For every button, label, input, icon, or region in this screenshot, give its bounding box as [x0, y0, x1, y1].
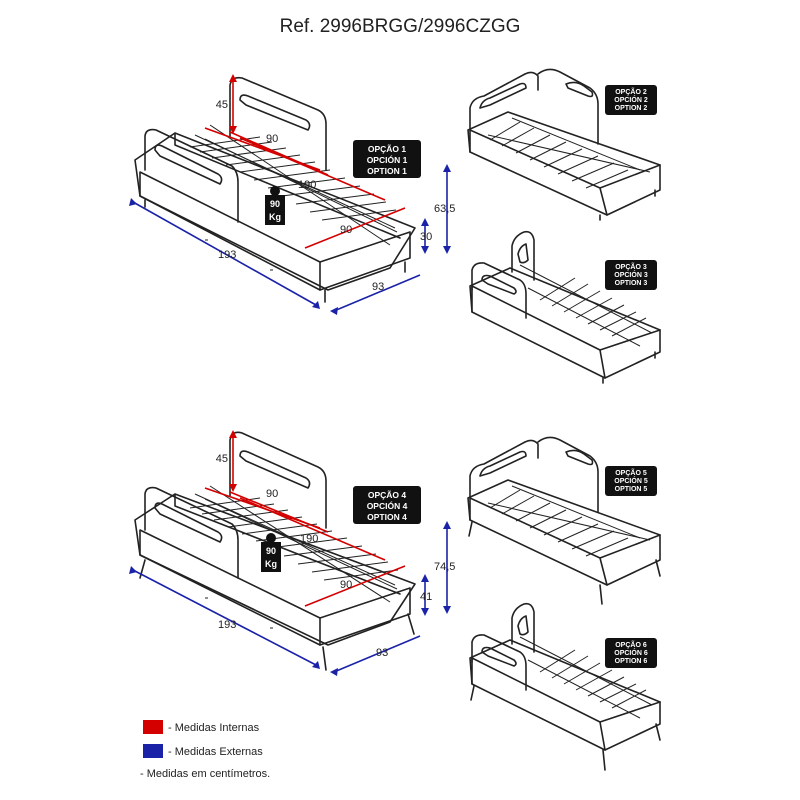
dim-inner-width2-bottom: 90: [340, 579, 352, 591]
svg-text:OPÇÃO 4: OPÇÃO 4: [368, 490, 407, 500]
legend-internal-label: - Medidas Internas: [168, 722, 260, 734]
svg-text:OPTION 3: OPTION 3: [615, 280, 648, 287]
legend-note: - Medidas em centímetros.: [140, 768, 270, 780]
svg-text:OPÇÃO 2: OPÇÃO 2: [615, 87, 647, 96]
dim-inner-width-bottom: 90: [266, 488, 278, 500]
dim-inner-length-top: 190: [298, 179, 316, 191]
option-1-label: OPÇÃO 1 OPCIÓN 1 OPTION 1: [353, 140, 421, 178]
svg-text:OPCIÓN 1: OPCIÓN 1: [367, 154, 408, 165]
svg-text:OPÇÃO 1: OPÇÃO 1: [368, 144, 407, 154]
dim-external-length-top: 193: [218, 249, 236, 261]
svg-text:OPCIÓN 2: OPCIÓN 2: [614, 95, 648, 104]
dim-external-width-bottom: 93: [376, 647, 388, 659]
svg-text:OPÇÃO 3: OPÇÃO 3: [615, 262, 647, 271]
option-5-label: OPÇÃO 5 OPCIÓN 5 OPTION 5: [605, 466, 657, 496]
dim-bed-height-bottom: 41: [420, 591, 432, 603]
svg-text:90: 90: [270, 199, 280, 209]
svg-text:90: 90: [266, 546, 276, 556]
legend-external-label: - Medidas Externas: [168, 746, 263, 758]
svg-text:OPTION 4: OPTION 4: [367, 512, 407, 522]
bed-option-2: [467, 68, 661, 221]
dim-guard-height-top: 45: [216, 99, 228, 111]
legend: - Medidas Internas - Medidas Externas - …: [140, 720, 270, 780]
option-6-label: OPÇÃO 6 OPCIÓN 6 OPTION 6: [605, 638, 657, 668]
weight-marker-bottom: 90 Kg: [261, 533, 281, 572]
dim-inner-width2-top: 90: [340, 224, 352, 236]
internal-dimensions-top: [204, 74, 406, 249]
svg-text:OPCIÓN 5: OPCIÓN 5: [614, 476, 648, 485]
svg-text:Kg: Kg: [265, 559, 277, 569]
dim-external-width-top: 93: [372, 281, 384, 293]
dim-inner-length-bottom: 190: [300, 533, 318, 545]
internal-dimensions-bottom: [204, 430, 406, 607]
legend-internal-swatch: [143, 720, 163, 734]
dim-external-length-bottom: 193: [218, 619, 236, 631]
legend-external-swatch: [143, 744, 163, 758]
svg-text:OPTION 1: OPTION 1: [367, 166, 407, 176]
dim-total-height-top: 63,5: [434, 203, 455, 215]
dim-guard-height-bottom: 45: [216, 453, 228, 465]
external-dimensions-top: [129, 164, 451, 315]
svg-text:OPTION 6: OPTION 6: [615, 658, 648, 665]
svg-text:OPÇÃO 5: OPÇÃO 5: [615, 468, 647, 477]
bed-option-6: [469, 602, 661, 771]
option-4-label: OPÇÃO 4 OPCIÓN 4 OPTION 4: [353, 486, 421, 524]
option-3-label: OPÇÃO 3 OPCIÓN 3 OPTION 3: [605, 260, 657, 290]
bed-option-3: [469, 230, 661, 384]
svg-text:Kg: Kg: [269, 212, 281, 222]
option-2-label: OPÇÃO 2 OPCIÓN 2 OPTION 2: [605, 85, 657, 115]
weight-marker-top: 90 Kg: [265, 186, 285, 225]
svg-text:OPTION 5: OPTION 5: [615, 486, 648, 493]
page-title: Ref. 2996BRGG/2996CZGG: [279, 16, 521, 37]
dim-total-height-bottom: 74,5: [434, 561, 455, 573]
svg-text:OPCIÓN 6: OPCIÓN 6: [614, 648, 648, 657]
bed-option-5: [467, 436, 661, 605]
svg-text:OPÇÃO 6: OPÇÃO 6: [615, 640, 647, 649]
svg-text:OPCIÓN 3: OPCIÓN 3: [614, 270, 648, 279]
external-dimensions-bottom: [129, 521, 451, 676]
dim-bed-height-top: 30: [420, 231, 432, 243]
svg-text:OPCIÓN 4: OPCIÓN 4: [367, 500, 408, 511]
dim-inner-width-top: 90: [266, 133, 278, 145]
svg-text:OPTION 2: OPTION 2: [615, 105, 648, 112]
